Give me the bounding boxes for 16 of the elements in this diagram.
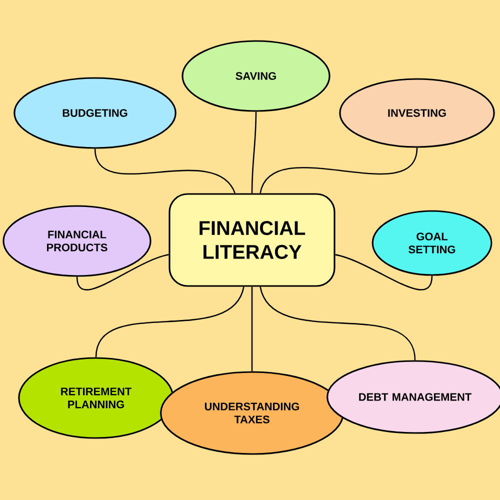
connector-line	[260, 286, 416, 360]
topic-bubble: BUDGETING	[14, 77, 176, 149]
connector-line	[251, 286, 253, 372]
topic-bubble: INVESTING	[339, 78, 495, 148]
topic-bubble: SAVING	[182, 40, 330, 112]
connector-line	[95, 286, 244, 358]
connector-line	[335, 254, 433, 290]
connector-line	[251, 112, 257, 194]
connector-line	[260, 148, 418, 194]
connector-line	[94, 148, 236, 194]
topic-bubble: FINANCIAL PRODUCTS	[2, 205, 152, 277]
topic-bubble: RETIREMENT PLANNING	[18, 357, 174, 439]
topic-bubble: DEBT MANAGEMENT	[326, 360, 500, 434]
topic-bubble: GOAL SETTING	[372, 210, 492, 276]
topic-bubble: UNDERSTANDING TAXES	[160, 371, 344, 455]
topic-box: FINANCIAL LITERACY	[168, 193, 336, 287]
